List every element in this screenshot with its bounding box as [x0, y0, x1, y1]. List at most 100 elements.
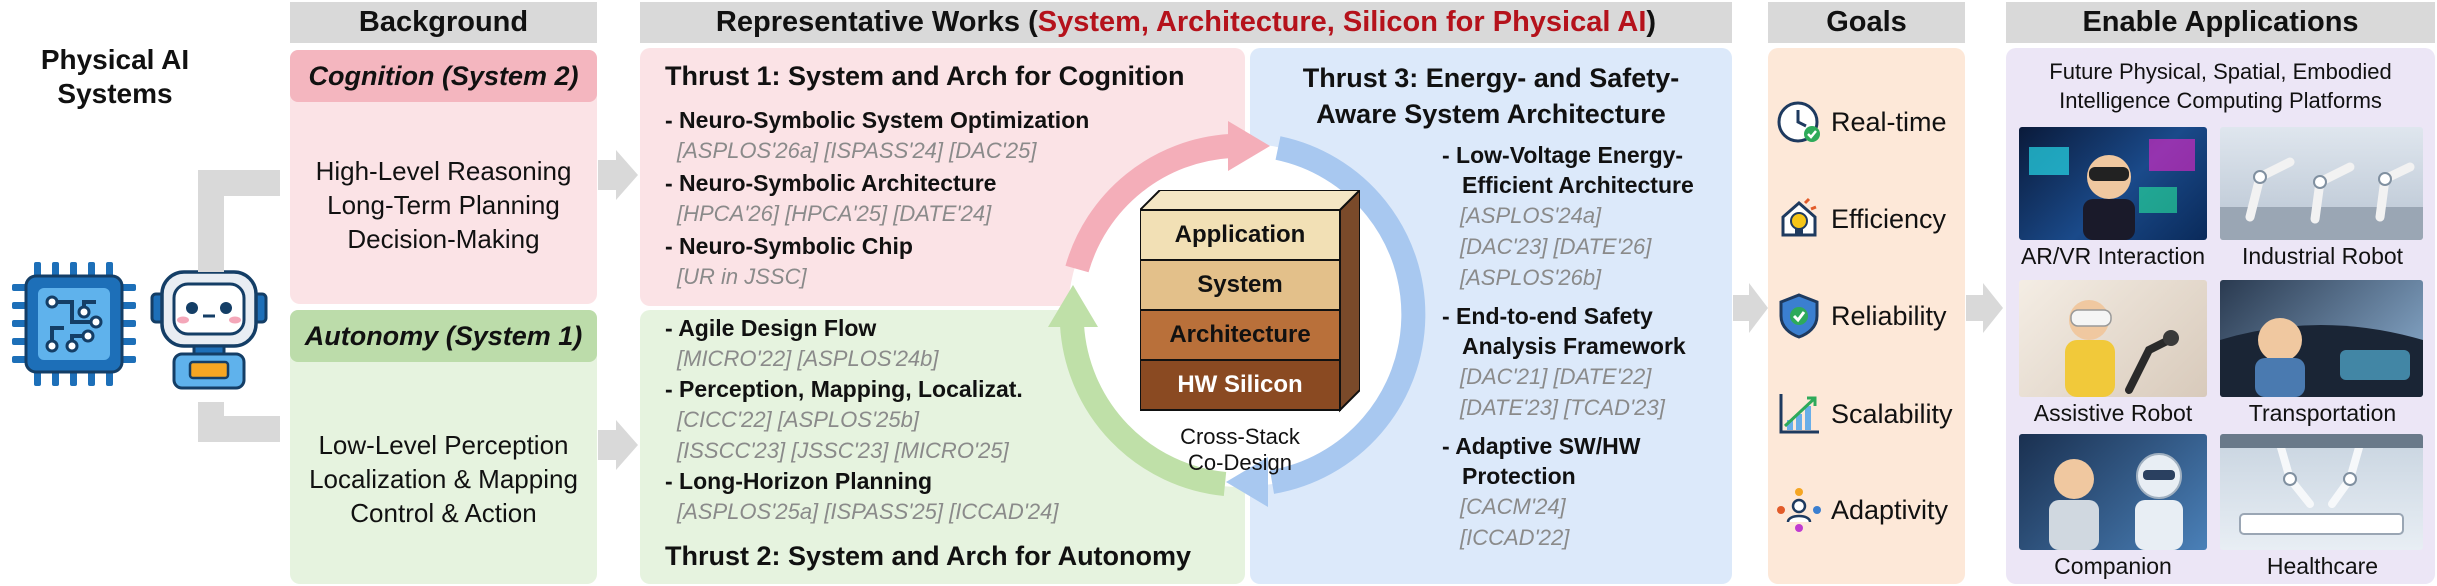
thrust1-citation: [UR in JSSC]	[677, 264, 807, 289]
thrust3-item: - End-to-end Safety	[1442, 303, 1653, 329]
goal-label: Real-time	[1831, 106, 1947, 137]
thrust1-list: - Neuro-Symbolic System Optimization [AS…	[665, 105, 1089, 292]
shield-check-icon	[1779, 293, 1819, 339]
stack-caption-line2: Co-Design	[1188, 450, 1292, 475]
thrust3-item: Analysis Framework	[1462, 333, 1686, 359]
header-background: Background	[290, 2, 597, 43]
thrust3-citation: [DATE'23] [TCAD'23]	[1460, 395, 1665, 420]
ar-vr-illustration	[2029, 139, 2195, 240]
adaptive-people-icon	[1777, 488, 1821, 532]
cycle-arrowhead-green	[1048, 285, 1098, 327]
header-works-prefix: Representative Works (	[715, 6, 1038, 38]
thrust2-citation: [ASPLOS'25a] [ISPASS'25] [ICCAD'24]	[677, 499, 1059, 524]
thrust2-item: - Perception, Mapping, Localizat.	[665, 376, 1023, 402]
assistive-robot-image	[2019, 280, 2207, 397]
works-to-goals-arrow	[1733, 283, 1768, 333]
lightbulb-icon	[1781, 197, 1817, 237]
thrust2-item: - Long-Horizon Planning	[665, 468, 933, 494]
header-goals: Goals	[1768, 2, 1965, 43]
cycle-arc-pink	[1065, 134, 1231, 273]
goal-label: Reliability	[1831, 300, 1947, 331]
autonomy-line: Control & Action	[350, 498, 537, 528]
thrust2-title: Thrust 2: System and Arch for Autonomy	[665, 541, 1192, 571]
cognition-description: High-Level Reasoning Long-Term Planning …	[290, 150, 597, 260]
assistive-robot-illustration	[2065, 300, 2179, 397]
thrust1-item: - Neuro-Symbolic System Optimization	[665, 107, 1090, 133]
autonomy-description: Low-Level Perception Localization & Mapp…	[290, 424, 597, 534]
background-to-works-arrows	[598, 150, 638, 470]
physical-ai-title-line2: Systems	[57, 78, 173, 109]
thrust3-citation: [CACM'24]	[1460, 494, 1566, 519]
goal-adaptivity: Adaptivity	[1775, 486, 1948, 534]
apps-subtitle-line1: Future Physical, Spatial, Embodied	[2049, 59, 2392, 84]
thrust2-list: - Agile Design Flow [MICRO'22] [ASPLOS'2…	[665, 313, 1059, 527]
chip-icon	[12, 262, 136, 386]
thrust3-item: Efficient Architecture	[1462, 172, 1694, 198]
cognition-line: Decision-Making	[347, 224, 540, 254]
healthcare-illustration	[2220, 434, 2423, 535]
physical-ai-title: Physical AI Systems	[0, 40, 230, 114]
goal-real-time: Real-time	[1775, 98, 1947, 146]
thrust3-citation: [ASPLOS'26b]	[1460, 265, 1602, 290]
thrust3-item: - Low-Voltage Energy-	[1442, 142, 1684, 168]
scaling-chart-icon	[1779, 394, 1819, 434]
industrial-robot-illustration	[2220, 157, 2423, 240]
cognition-tag: Cognition (System 2)	[290, 50, 597, 102]
app-label-companion: Companion	[2054, 553, 2172, 579]
autonomy-line: Low-Level Perception	[318, 430, 569, 460]
autonomy-line: Localization & Mapping	[309, 464, 578, 494]
goal-label: Scalability	[1831, 398, 1953, 429]
stack-layer-hw-silicon: HW Silicon	[1177, 371, 1303, 398]
thrust3-title-line2: Aware System Architecture	[1316, 99, 1666, 129]
header-enable-applications: Enable Applications	[2006, 2, 2435, 43]
thrust1-citation: [ASPLOS'26a] [ISPASS'24] [DAC'25]	[677, 138, 1037, 163]
apps-subtitle-line2: Intelligence Computing Platforms	[2059, 88, 2382, 113]
companion-image	[2019, 434, 2207, 550]
stack-caption: Cross-Stack Co-Design	[1120, 424, 1360, 476]
thrust1-citation: [HPCA'26] [HPCA'25] [DATE'24]	[677, 201, 992, 226]
goal-scalability: Scalability	[1775, 390, 1953, 438]
goal-label: Adaptivity	[1831, 494, 1949, 525]
header-works-highlight: System, Architecture, Silicon for Physic…	[1037, 6, 1647, 38]
goal-reliability: Reliability	[1775, 292, 1947, 340]
thrust2-citation: [ISSCC'23] [JSSC'23] [MICRO'25]	[677, 438, 1009, 463]
companion-illustration	[2049, 453, 2183, 550]
cycle-arc-blue	[1269, 136, 1426, 494]
ar-vr-image	[2019, 127, 2207, 240]
app-label-industrial-robot: Industrial Robot	[2241, 243, 2404, 269]
app-label-assistive-robot: Assistive Robot	[2033, 400, 2193, 426]
thrust3-item: - Adaptive SW/HW	[1442, 433, 1641, 459]
thrust3-item: Protection	[1462, 463, 1576, 489]
physical-ai-title-line1: Physical AI	[40, 44, 190, 75]
header-representative-works: Representative Works (System, Architectu…	[640, 2, 1732, 43]
thrust2-citation: [CICC'22] [ASPLOS'25b]	[677, 407, 919, 432]
thrust3-citation: [ICCAD'22]	[1460, 525, 1570, 550]
transportation-illustration	[2220, 318, 2423, 397]
stack-layer-application: Application	[1174, 221, 1306, 248]
thrust3-citation: [DAC'23] [DATE'26]	[1460, 234, 1652, 259]
transportation-image	[2220, 280, 2423, 397]
cross-stack-block: Application System Architecture HW Silic…	[1140, 190, 1360, 420]
thrust2-citation: [MICRO'22] [ASPLOS'24b]	[677, 346, 939, 371]
thrust3-list: - Low-Voltage Energy- Efficient Architec…	[1442, 140, 1730, 553]
left-connector-arrows	[198, 170, 280, 442]
thrust3-citation: [ASPLOS'24a]	[1460, 203, 1602, 228]
thrust1-item: - Neuro-Symbolic Chip	[665, 233, 913, 259]
stack-layer-architecture: Architecture	[1169, 321, 1311, 348]
thrust3-title-line1: Thrust 3: Energy- and Safety-	[1302, 63, 1680, 93]
thrust1-item: - Neuro-Symbolic Architecture	[665, 170, 997, 196]
app-label-ar-vr: AR/VR Interaction	[2020, 243, 2206, 269]
clock-icon	[1777, 101, 1820, 143]
app-label-healthcare: Healthcare	[2266, 553, 2379, 579]
cycle-arc-green	[1060, 324, 1227, 496]
healthcare-image	[2220, 434, 2423, 550]
autonomy-tag: Autonomy (System 1)	[290, 310, 597, 362]
thrust3-citation: [DAC'21] [DATE'22]	[1460, 364, 1652, 389]
goal-label: Efficiency	[1831, 203, 1947, 234]
apps-subtitle: Future Physical, Spatial, Embodied Intel…	[2006, 57, 2435, 115]
header-works-suffix: )	[1646, 6, 1657, 38]
stack-caption-line1: Cross-Stack	[1180, 424, 1300, 449]
stack-layer-system: System	[1197, 271, 1283, 298]
goals-to-apps-arrow	[1966, 283, 2003, 333]
thrust3-title: Thrust 3: Energy- and Safety- Aware Syst…	[1250, 60, 1732, 132]
